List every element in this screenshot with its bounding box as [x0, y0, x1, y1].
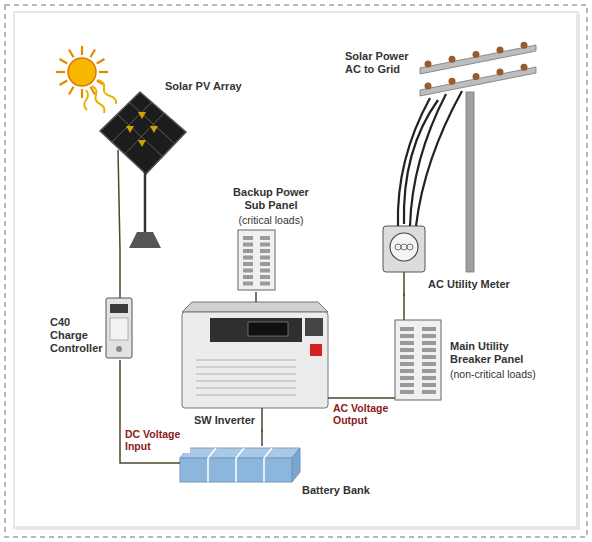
- meter-node: AC Utility Meter: [383, 224, 538, 293]
- service-cable: [404, 100, 438, 224]
- sub-breakers: [243, 236, 270, 286]
- component-label: Main Utility Breaker Panel: [450, 340, 545, 366]
- pv-pole: [144, 172, 147, 234]
- wire-label: AC Voltage Output: [332, 402, 394, 427]
- sub-panel: [238, 230, 275, 290]
- charge-controller-node: C40 Charge Controller: [48, 298, 134, 360]
- insulators: [425, 42, 528, 90]
- component-label: Solar PV Array: [165, 80, 265, 93]
- pv-array: Solar PV Array: [60, 45, 267, 250]
- inverter-display-panel: [210, 318, 302, 342]
- wire: [328, 397, 395, 399]
- battery-bank: [180, 458, 292, 482]
- wire: [403, 293, 405, 320]
- inverter: [182, 312, 328, 408]
- component-label: SW Inverter: [194, 414, 274, 427]
- component-note: (non-critical loads): [450, 368, 562, 380]
- main-panel-node: Main Utility Breaker Panel (non-critical …: [395, 320, 564, 400]
- pv-wire: [118, 150, 120, 250]
- grid-pole: Solar Power AC to Grid: [340, 40, 538, 100]
- charge-controller: [106, 298, 132, 358]
- component-label: C40 Charge Controller: [50, 316, 106, 355]
- component-label: Solar Power AC to Grid: [345, 50, 417, 76]
- frame-dashes: [5, 5, 587, 537]
- inverter-vents: [196, 360, 296, 395]
- main-panel: [395, 320, 441, 400]
- sub-panel-node: Backup Power Sub Panel (critical loads): [224, 184, 318, 292]
- pv-panel: [100, 92, 186, 174]
- component-note: (critical loads): [226, 214, 316, 226]
- wire: [261, 429, 263, 446]
- pv-base: [129, 232, 161, 248]
- component-label: Battery Bank: [302, 484, 382, 497]
- sun: [68, 58, 96, 86]
- pv-arrows: [126, 112, 158, 147]
- battery-node: Battery Bank: [180, 446, 384, 499]
- battery-top: [180, 448, 300, 458]
- component-label: Backup Power Sub Panel: [226, 186, 316, 212]
- sunbeams: [84, 80, 116, 113]
- inverter-top: [182, 302, 328, 312]
- utility-pole: [466, 92, 474, 272]
- sun-rays: [56, 46, 108, 98]
- service-cables: [398, 91, 462, 226]
- wire: [255, 292, 257, 302]
- wire-label: DC Voltage Input: [124, 428, 190, 453]
- component-label: AC Utility Meter: [428, 278, 536, 291]
- crossarm: [420, 45, 536, 74]
- crossarm: [420, 67, 536, 96]
- utility-meter: [383, 226, 425, 272]
- wire: [119, 250, 121, 298]
- main-breakers: [400, 327, 436, 394]
- inverter-node: SW Inverter: [182, 302, 328, 429]
- battery-cells: [208, 448, 272, 482]
- pv-grid: [111, 102, 174, 156]
- inverter-button: [310, 344, 322, 356]
- frame: [14, 12, 578, 528]
